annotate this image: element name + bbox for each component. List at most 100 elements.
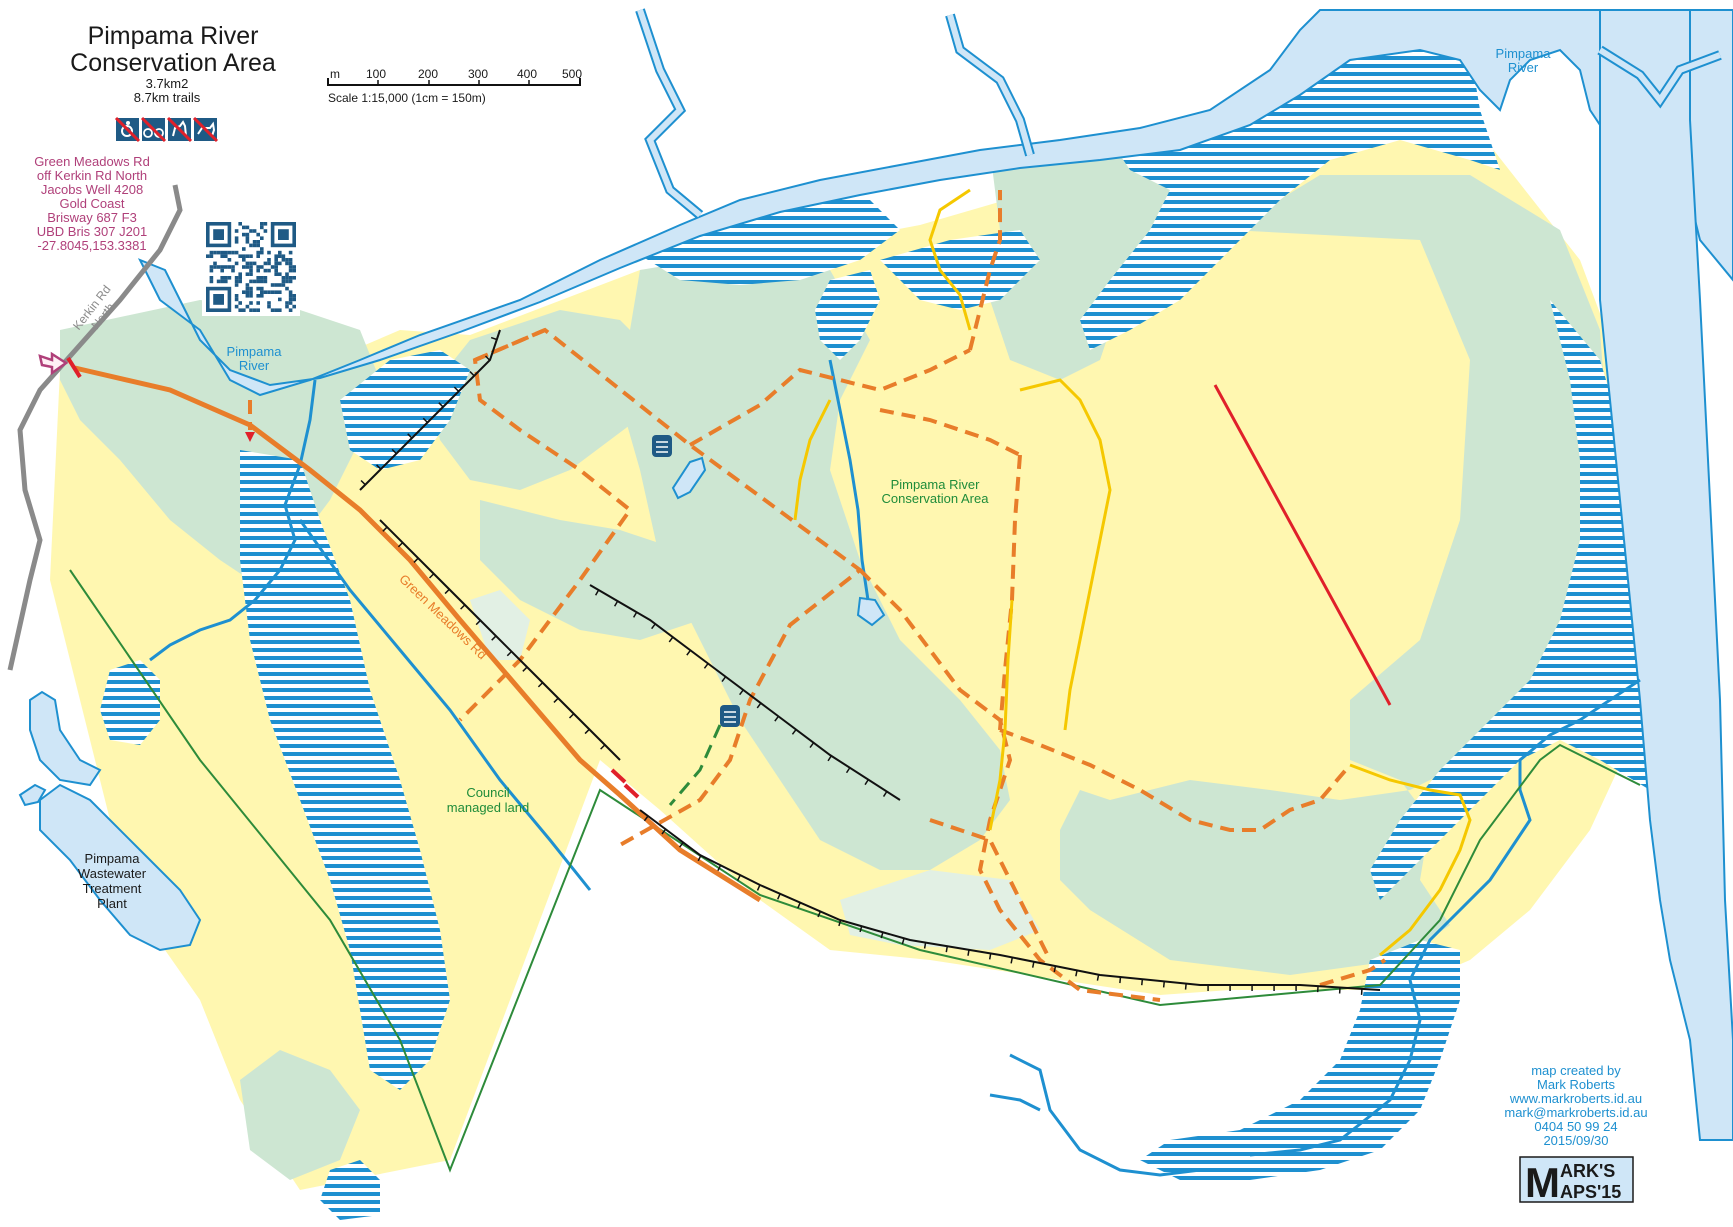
logo-line2: APS'15 bbox=[1560, 1182, 1621, 1202]
no-horse-icon bbox=[166, 116, 193, 143]
water-tank-icon bbox=[652, 435, 672, 457]
address-line: off Kerkin Rd North bbox=[37, 168, 147, 183]
creek-line-2 bbox=[298, 519, 592, 891]
conservation-area-label: Pimpama River bbox=[891, 477, 981, 492]
address-block: Green Meadows Rd off Kerkin Rd North Jac… bbox=[34, 154, 150, 253]
river-label-upper: Pimpama bbox=[1496, 46, 1552, 61]
marsh-northwest bbox=[340, 350, 470, 470]
credit-line[interactable]: mark@markroberts.id.au bbox=[1504, 1105, 1647, 1120]
yellow-trail-east[interactable] bbox=[1019, 378, 1112, 731]
river-label-left: Pimpama bbox=[227, 344, 283, 359]
green-meadows-road[interactable] bbox=[74, 365, 762, 903]
treatment-pond-2 bbox=[18, 783, 47, 807]
yellow-trail-southeast[interactable] bbox=[1349, 763, 1472, 957]
pond-central bbox=[671, 456, 707, 500]
council-land-label-2: managed land bbox=[447, 800, 529, 815]
credit-line: Mark Roberts bbox=[1537, 1077, 1616, 1092]
forest-southwest bbox=[240, 1050, 360, 1180]
map-title-line1: Pimpama River bbox=[88, 22, 259, 50]
gates bbox=[66, 356, 640, 799]
address-line: Gold Coast bbox=[59, 196, 124, 211]
address-line: -27.8045,153.3381 bbox=[37, 238, 146, 253]
map-title-line2: Conservation Area bbox=[70, 49, 276, 77]
address-line: Green Meadows Rd bbox=[34, 154, 150, 169]
gate-road-2 bbox=[623, 783, 640, 799]
area-size: 3.7km2 bbox=[146, 76, 189, 91]
fence-south bbox=[639, 809, 1381, 991]
marsh-west bbox=[240, 450, 450, 1090]
marsh-south-edge bbox=[320, 1160, 380, 1220]
yellow-trail-north[interactable] bbox=[928, 188, 972, 331]
yellow-trail-central[interactable] bbox=[988, 599, 1014, 831]
plant-label-4: Plant bbox=[97, 896, 127, 911]
scale-caption: Scale 1:15,000 (1cm = 150m) bbox=[328, 91, 486, 105]
credit-line[interactable]: www.markroberts.id.au bbox=[1509, 1091, 1642, 1106]
scale-tick-400: 400 bbox=[517, 67, 537, 81]
entrance-arrow-icon[interactable] bbox=[38, 351, 69, 376]
credit-line: map created by bbox=[1531, 1063, 1621, 1078]
fence-ticks bbox=[360, 336, 1363, 995]
yellow-trail-west[interactable] bbox=[793, 399, 832, 521]
green-trail[interactable] bbox=[668, 724, 722, 806]
marsh-southeast bbox=[1140, 940, 1460, 1180]
fence-lines bbox=[359, 329, 1381, 991]
restriction-icons bbox=[114, 116, 219, 143]
yellow-trails[interactable] bbox=[793, 188, 1472, 957]
trail-north[interactable] bbox=[879, 408, 1021, 457]
address-line: UBD Bris 307 J201 bbox=[37, 224, 148, 239]
river-creek-northeast-inner bbox=[1598, 47, 1722, 106]
scale-tick-200: 200 bbox=[418, 67, 438, 81]
fence-central bbox=[589, 584, 901, 801]
marsh-north bbox=[640, 200, 900, 285]
forest-east bbox=[1060, 175, 1610, 975]
scale-unit: m bbox=[330, 67, 340, 81]
no-wheelchair-icon bbox=[114, 116, 141, 143]
credit-block: map created by Mark Roberts www.markrobe… bbox=[1504, 1063, 1647, 1148]
plant-label-1: Pimpama bbox=[85, 851, 141, 866]
forest-central bbox=[620, 250, 1010, 870]
scale-tick-300: 300 bbox=[468, 67, 488, 81]
creek-line-southeast bbox=[1249, 678, 1641, 1157]
marsh-east-river bbox=[1080, 15, 1500, 350]
trail-west-spur[interactable] bbox=[929, 818, 1052, 961]
scale-tick-100: 100 bbox=[366, 67, 386, 81]
pond-east bbox=[856, 596, 886, 627]
logo-big-letter: M bbox=[1525, 1159, 1560, 1206]
forest-northeast bbox=[990, 140, 1210, 380]
address-line: Brisway 687 F3 bbox=[47, 210, 137, 225]
council-land-label: Council bbox=[466, 785, 509, 800]
conservation-area-label-2: Conservation Area bbox=[882, 491, 990, 506]
credit-line: 0404 50 99 24 bbox=[1534, 1119, 1617, 1134]
marsh-river-bank bbox=[880, 230, 1040, 310]
reserve-boundary bbox=[69, 569, 1641, 1173]
river-label-left-2: River bbox=[239, 358, 270, 373]
scale-tick-500: 500 bbox=[562, 67, 582, 81]
trail-length: 8.7km trails bbox=[134, 90, 201, 105]
treatment-plant-label: Pimpama Wastewater Treatment Plant bbox=[78, 851, 147, 911]
no-bicycle-icon bbox=[140, 116, 167, 143]
trail-southeast[interactable] bbox=[999, 728, 1352, 832]
treatment-plant-area bbox=[39, 783, 202, 952]
forest-west-clearing bbox=[470, 590, 530, 660]
kerkin-road[interactable] bbox=[7, 184, 183, 671]
scale-bar: m 100 200 300 400 500 Scale 1:15,000 (1c… bbox=[327, 67, 582, 105]
trail-boundary-north[interactable] bbox=[474, 327, 864, 847]
river-creek-north-1-inner bbox=[637, 9, 702, 218]
trail-northeast[interactable] bbox=[968, 190, 1002, 351]
qr-code[interactable] bbox=[202, 218, 300, 316]
creek-line-south bbox=[1009, 1053, 1201, 1177]
trail-south-east[interactable] bbox=[1319, 958, 1387, 987]
river-label-upper-2: River bbox=[1508, 60, 1539, 75]
creek-line-south-2 bbox=[989, 1093, 1041, 1112]
address-line: Jacobs Well 4208 bbox=[41, 182, 143, 197]
trail-arrow bbox=[245, 432, 255, 442]
trail-central-b[interactable] bbox=[689, 348, 971, 447]
trail-east-spur[interactable] bbox=[858, 568, 1161, 1002]
forest-central-mid bbox=[480, 500, 720, 640]
creek-line-3 bbox=[828, 359, 870, 601]
river-creek-north-2-inner bbox=[947, 14, 1033, 156]
gate-entrance bbox=[66, 356, 82, 379]
river-creek-north-2 bbox=[945, 13, 1035, 157]
red-line bbox=[1213, 384, 1392, 706]
